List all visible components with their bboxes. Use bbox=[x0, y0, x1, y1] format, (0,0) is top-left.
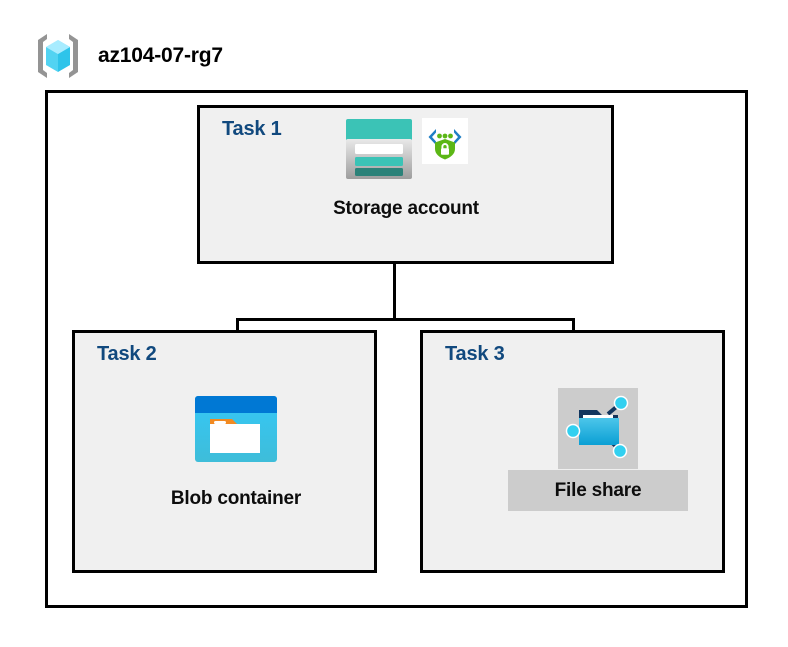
secure-code-shield-icon bbox=[422, 118, 468, 169]
connector-bus bbox=[236, 318, 575, 321]
file-share-selection-plate bbox=[558, 388, 638, 469]
storage-account-icon-row bbox=[344, 118, 468, 192]
storage-account-icon bbox=[344, 118, 414, 185]
file-share-icon bbox=[562, 390, 634, 467]
node-storage-account[interactable]: Storage account bbox=[291, 118, 521, 220]
resource-group-header: az104-07-rg7 bbox=[30, 28, 223, 84]
task-1-label: Task 1 bbox=[222, 118, 282, 140]
file-share-caption-plate: File share bbox=[508, 470, 688, 511]
node-blob-container[interactable]: Blob container bbox=[150, 395, 322, 510]
blob-container-caption: Blob container bbox=[170, 488, 302, 509]
resource-group-name: az104-07-rg7 bbox=[98, 44, 223, 67]
task-2-label: Task 2 bbox=[97, 343, 157, 365]
connector-trunk bbox=[393, 263, 396, 321]
resource-group-icon bbox=[30, 28, 86, 84]
file-share-caption: File share bbox=[554, 479, 642, 501]
blob-container-icon bbox=[194, 395, 278, 468]
storage-account-caption: Storage account bbox=[333, 198, 479, 219]
task-3-label: Task 3 bbox=[445, 343, 505, 365]
node-file-share[interactable]: File share bbox=[508, 388, 688, 511]
